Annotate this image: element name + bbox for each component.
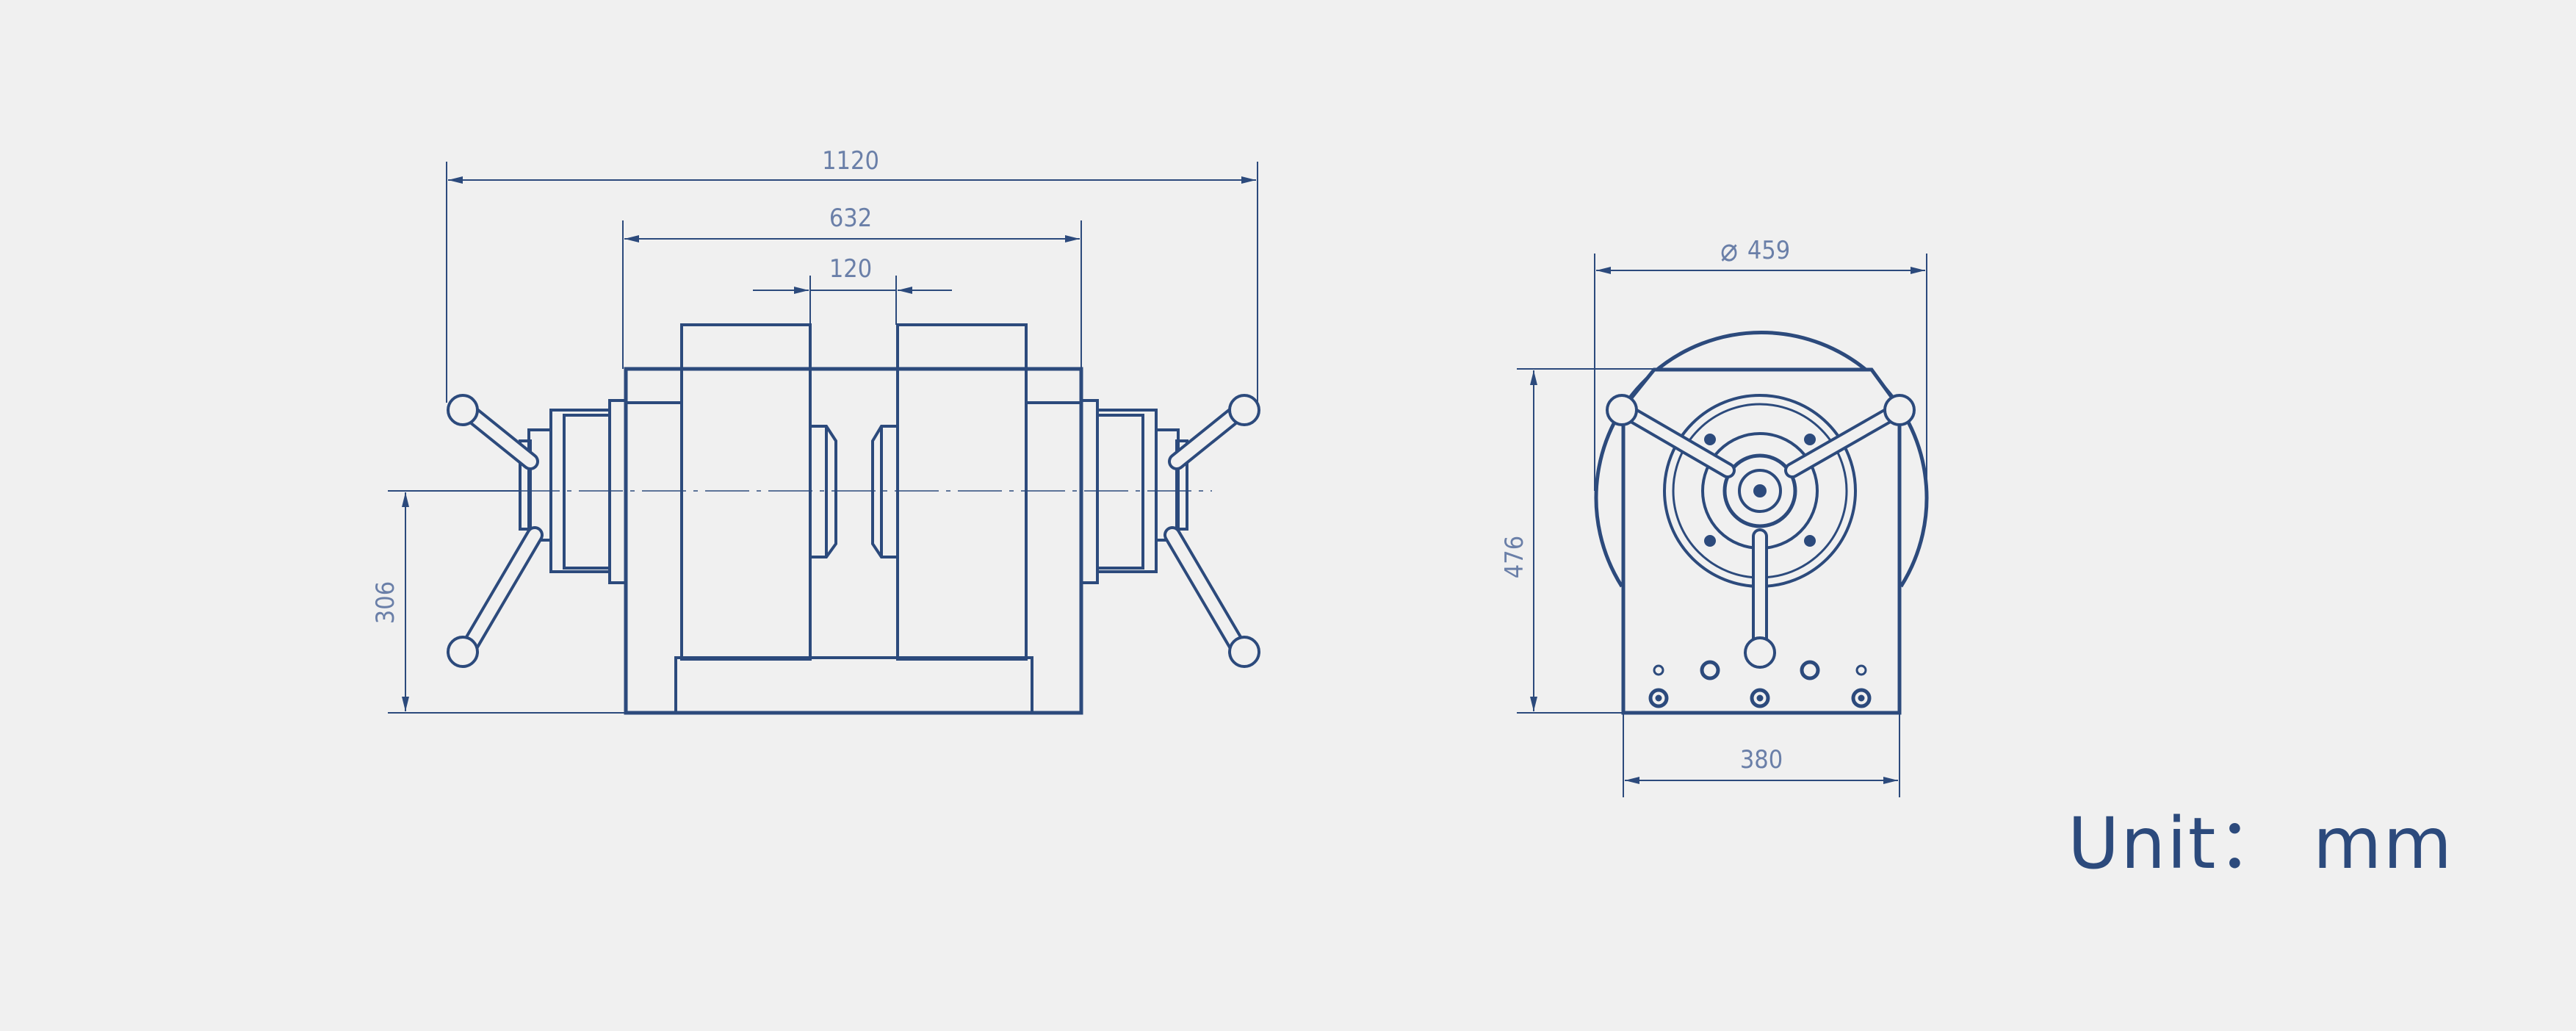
right-handwheel xyxy=(1163,394,1260,668)
base-frame xyxy=(624,367,1083,715)
left-hub xyxy=(810,425,837,558)
side-handwheel xyxy=(1606,394,1916,669)
base-plate xyxy=(674,656,1033,714)
base-bolts xyxy=(1648,660,1872,708)
left-drum xyxy=(680,323,812,661)
dim-diameter: 459 xyxy=(1747,236,1790,265)
unit-label: Unit： mm xyxy=(2068,802,2453,885)
right-drum xyxy=(896,323,1028,661)
outer-ring xyxy=(1594,331,1929,588)
dim-drum-span: 632 xyxy=(829,204,872,233)
dim-center-height: 306 xyxy=(371,581,400,624)
shaft-center xyxy=(1753,484,1767,497)
right-hub xyxy=(871,425,898,558)
dim-overall-width: 1120 xyxy=(822,146,879,176)
front-view-dimensions xyxy=(388,162,1258,714)
dim-height: 476 xyxy=(1500,536,1529,578)
dim-center-gap: 120 xyxy=(829,254,872,284)
dim-base-width: 380 xyxy=(1740,745,1783,775)
left-handwheel xyxy=(447,394,544,668)
diameter-symbol: ⌀ xyxy=(1720,231,1738,269)
side-view-dimensions xyxy=(1517,254,1927,797)
side-view xyxy=(1594,331,1929,715)
front-view xyxy=(389,323,1260,715)
